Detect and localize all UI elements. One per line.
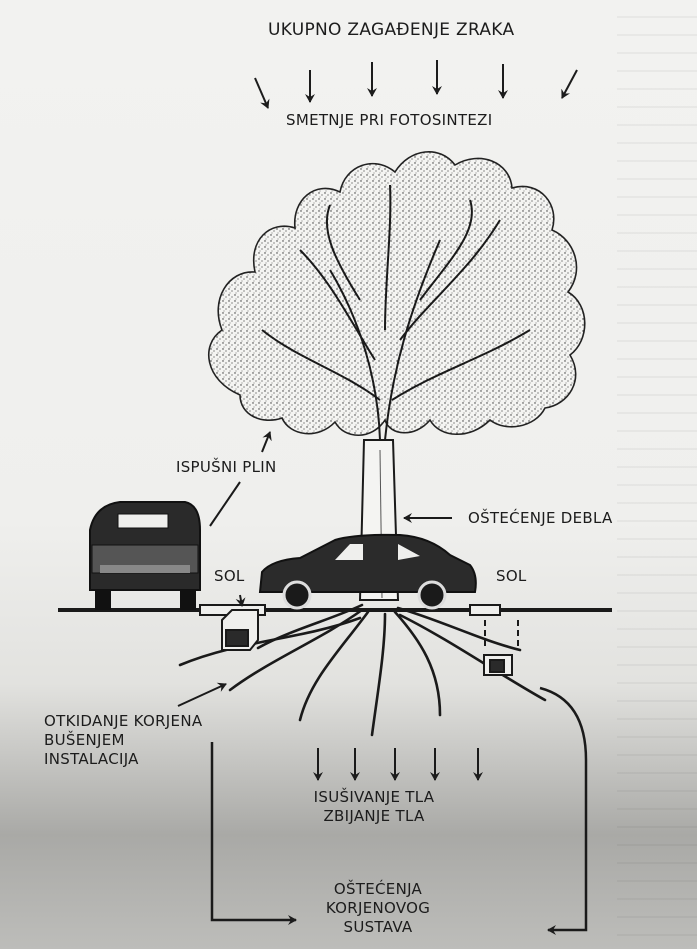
label-root-damage: OŠTEĆENJA KORJENOVOG SUSTAVA xyxy=(318,880,438,936)
label-air-pollution: UKUPNO ZAGAĐENJE ZRAKA xyxy=(268,20,514,41)
pipe-icon xyxy=(200,605,265,650)
label-photosynthesis: SMETNJE PRI FOTOSINTEZI xyxy=(286,111,492,130)
arrow-icon xyxy=(562,70,577,98)
pipe-icon xyxy=(470,605,518,675)
exhaust-arrows xyxy=(210,432,270,526)
label-line: KORJENOVOG xyxy=(318,899,438,918)
label-salt-right: SOL xyxy=(496,567,527,586)
arrow-icon xyxy=(178,684,226,706)
arrow-icon xyxy=(540,688,586,930)
label-trunk-damage: OŠTEĆENJE DEBLA xyxy=(468,509,613,528)
arrow-icon xyxy=(255,78,268,108)
label-line: BUŠENJEM xyxy=(44,731,202,750)
soil-arrows xyxy=(318,748,478,780)
label-line: ISUŠIVANJE TLA xyxy=(304,788,444,807)
tree-canopy xyxy=(209,152,585,435)
arrow-icon xyxy=(212,742,296,920)
label-line: INSTALACIJA xyxy=(44,750,202,769)
label-salt-left: SOL xyxy=(214,567,245,586)
pollution-arrows xyxy=(255,60,577,108)
label-line: SUSTAVA xyxy=(318,918,438,937)
label-root-tearing: OTKIDANJE KORJENA BUŠENJEM INSTALACIJA xyxy=(44,712,202,768)
label-line: OTKIDANJE KORJENA xyxy=(44,712,202,731)
label-exhaust: ISPUŠNI PLIN xyxy=(176,458,277,477)
label-line: OŠTEĆENJA xyxy=(318,880,438,899)
label-line: ZBIJANJE TLA xyxy=(304,807,444,826)
arrow-icon xyxy=(262,432,270,452)
van-icon xyxy=(90,502,200,610)
label-soil: ISUŠIVANJE TLA ZBIJANJE TLA xyxy=(304,788,444,826)
